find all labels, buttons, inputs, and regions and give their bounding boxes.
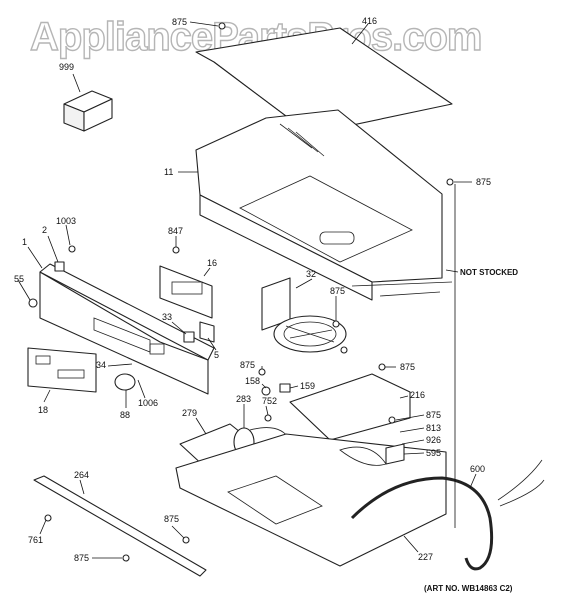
label-761: 761 <box>28 535 43 545</box>
label-11: 11 <box>164 167 173 177</box>
label-18: 18 <box>38 405 48 415</box>
sensor-parts <box>261 383 291 396</box>
label-752: 752 <box>262 396 277 406</box>
not-stocked-note: NOT STOCKED <box>460 268 518 277</box>
label-283: 283 <box>236 394 251 404</box>
label-88: 88 <box>120 410 130 420</box>
label-279: 279 <box>182 408 197 418</box>
leader-lines <box>17 21 477 559</box>
label-264: 264 <box>74 470 89 480</box>
label-33: 33 <box>162 312 172 322</box>
switch-parts <box>183 321 215 343</box>
control-board <box>159 265 213 319</box>
heater-cover <box>289 373 411 441</box>
kit-box <box>63 90 113 132</box>
convection-fan <box>261 277 348 354</box>
label-55: 55 <box>14 274 24 284</box>
not-stocked-pointer <box>445 269 459 273</box>
part-labels: 875 416 999 11 875 1003 2 1 55 847 16 32… <box>14 16 518 593</box>
label-158: 158 <box>245 376 260 386</box>
label-5: 5 <box>214 350 219 360</box>
screw-847 <box>172 246 180 254</box>
wire-harness <box>350 459 545 571</box>
label-847: 847 <box>168 226 183 236</box>
label-600: 600 <box>470 464 485 474</box>
keypad-overlay <box>27 347 97 393</box>
label-16: 16 <box>207 258 217 268</box>
side-rail <box>33 475 207 577</box>
knob <box>114 373 136 391</box>
label-1006: 1006 <box>138 398 158 408</box>
screw-875g <box>182 536 190 544</box>
screw-875h <box>122 554 130 562</box>
bracket-parts <box>54 245 76 272</box>
art-number: (ART NO. WB14863 C2) <box>424 584 513 593</box>
label-416: 416 <box>362 16 377 26</box>
label-875c: 875 <box>330 286 345 296</box>
screw-875f <box>388 416 396 424</box>
label-875f: 875 <box>426 410 441 420</box>
watermark: AppliancePartsPros.com <box>30 15 482 59</box>
screw-875d <box>258 368 266 376</box>
label-159: 159 <box>300 381 315 391</box>
screw-752 <box>264 414 272 422</box>
label-875a: 875 <box>172 17 187 27</box>
label-875d: 875 <box>240 360 255 370</box>
screw-875e <box>378 363 386 371</box>
label-1: 1 <box>22 237 27 247</box>
bottom-pan <box>175 433 447 567</box>
label-875b: 875 <box>476 177 491 187</box>
screw-55 <box>28 298 38 308</box>
screw-761 <box>44 514 52 522</box>
screw-875a <box>218 22 226 30</box>
control-panel <box>39 263 215 395</box>
screw-875b <box>446 178 454 186</box>
label-595: 595 <box>426 448 441 458</box>
label-813: 813 <box>426 423 441 433</box>
label-999: 999 <box>59 62 74 72</box>
label-227: 227 <box>418 552 433 562</box>
label-32: 32 <box>306 269 316 279</box>
screw-875c <box>332 320 340 328</box>
main-frame <box>195 109 453 301</box>
bracket-595 <box>385 443 405 465</box>
label-216: 216 <box>410 390 425 400</box>
label-1003: 1003 <box>56 216 76 226</box>
label-875g: 875 <box>164 514 179 524</box>
label-926: 926 <box>426 435 441 445</box>
label-875e: 875 <box>400 362 415 372</box>
label-875h: 875 <box>74 553 89 563</box>
label-34: 34 <box>96 360 106 370</box>
label-2: 2 <box>42 225 47 235</box>
